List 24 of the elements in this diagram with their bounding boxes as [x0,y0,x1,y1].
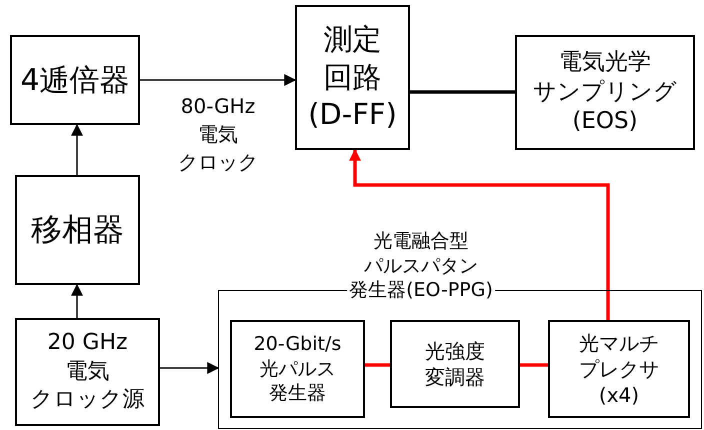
arrow [140,74,296,86]
process-box [548,320,690,418]
process-box [15,318,160,426]
arrow [160,362,220,374]
arrow [71,124,83,175]
node-label: 光強度変調器 [425,338,485,390]
arrow [349,148,610,320]
connector-line [520,363,548,367]
arrow [71,284,83,318]
connector-line [410,90,515,94]
process-box [10,35,140,125]
connector-line [365,363,390,367]
process-box [390,320,520,408]
process-box [515,35,695,150]
node-label: 測定回路(D-FF) [308,20,397,134]
node-label: 光マルチプレクサ(x4) [579,330,659,408]
node-label: 20 GHz電気クロック源 [30,329,144,414]
process-box [230,320,365,418]
node-label: 電気光学サンプリング(EOS) [533,48,677,136]
process-box [295,5,410,150]
node-label: 4逓倍器 [20,62,130,100]
node-label: 20-Gbit/s光パルス発生器 [254,332,342,406]
node-label: 移相器 [31,210,124,250]
process-box [15,175,140,285]
